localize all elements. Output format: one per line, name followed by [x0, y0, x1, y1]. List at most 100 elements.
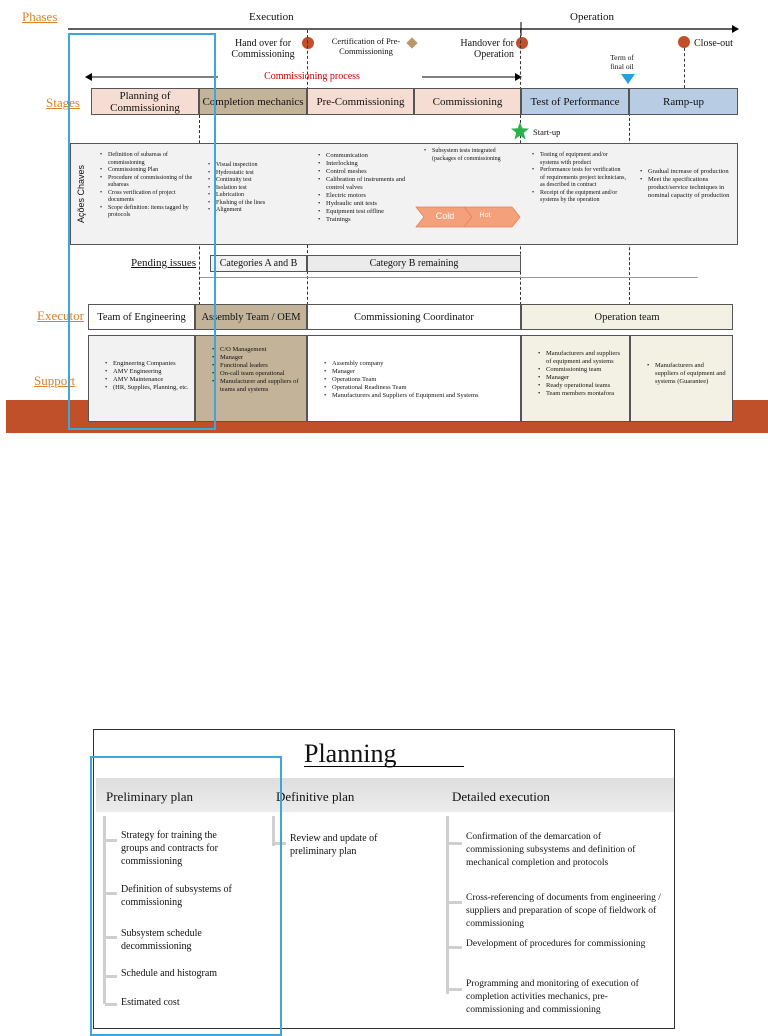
separator-line [200, 277, 698, 278]
commissioning-process-label: Commissioning process [264, 71, 360, 82]
list-item: Manufacturers and suppliers of equipment… [647, 362, 728, 386]
plan-step: Cross-referencing of documents from engi… [466, 893, 661, 929]
title-underline [304, 766, 464, 767]
operation-phase-label: Operation [570, 11, 614, 23]
list-item: Engineering Companies [105, 360, 190, 368]
categories-ab-box: Categories A and B [210, 255, 307, 272]
hot-label: Hot [479, 212, 491, 219]
list-item: Testing of equipment and/or systems with… [532, 152, 626, 167]
milestone-circle-icon [678, 36, 690, 48]
milestone-close-out: Close-out [694, 38, 733, 49]
down-arrow-icon [621, 74, 635, 84]
list-item: C/O Management [212, 346, 302, 354]
milestone-handover-commissioning: Hand over for Commissioning [231, 38, 295, 60]
support-coordinator: Assembly company Manager Operations Team… [307, 335, 521, 422]
list-item: Commissioning team [538, 366, 625, 374]
list-item: Cross verification of project documents [100, 190, 196, 205]
list-item: Equipment test offline [318, 208, 412, 216]
milestone-circle-icon [516, 37, 528, 49]
support-operation-b: Manufacturers and suppliers of equipment… [630, 335, 733, 422]
plan-step: Strategy for training the groups and con… [121, 830, 218, 867]
list-item: Electric motors [318, 192, 412, 200]
phases-link[interactable]: Phases [22, 9, 58, 24]
stages-link[interactable]: Stages [46, 95, 80, 110]
start-up-star-icon [511, 122, 529, 140]
list-item: Ready operational teams [538, 382, 625, 390]
planning-title: Planning [304, 739, 397, 768]
list-item: Continuity test [208, 177, 304, 185]
list-item: Scope definition: items tagged by protoc… [100, 205, 196, 220]
stage-ramp-up[interactable]: Ramp-up [629, 88, 738, 115]
key-actions-completion: Visual inspection Hydrostatic test Conti… [206, 162, 304, 215]
list-item: Manufacturers and Suppliers of Equipment… [324, 392, 516, 400]
list-item: Manager [538, 374, 625, 382]
key-actions-test-performance: Testing of equipment and/or systems with… [530, 152, 626, 205]
stage-pre-commissioning[interactable]: Pre-Commissioning [307, 88, 414, 115]
support-engineering: Engineering Companies AMV Engineering AM… [88, 335, 195, 422]
list-item: Receipt of the equipment and/or systems … [532, 190, 626, 205]
list-item: Functional leaders [212, 362, 302, 370]
list-item: Interlocking [318, 160, 412, 168]
list-item: Gradual increase of production [640, 168, 734, 176]
stage-completion-mechanics[interactable]: Completion mechanics [199, 88, 307, 115]
executor-coordinator: Commissioning Coordinator [307, 304, 521, 330]
list-item: Flushing of the lines [208, 200, 304, 208]
list-item: Operational Readiness Team [324, 384, 516, 392]
list-item: AMV Maintenance [105, 376, 190, 384]
column-header-band [96, 778, 674, 812]
executor-link[interactable]: Executor [37, 308, 84, 323]
list-item: Lubrication [208, 192, 304, 200]
plan-step: Programming and monitoring of execution … [466, 979, 639, 1015]
support-link[interactable]: Support [34, 373, 76, 388]
list-item: Definition of subareas of commissioning [100, 152, 196, 167]
column-header-preliminary: Preliminary plan [106, 789, 194, 804]
list-item: Operations Team [324, 376, 516, 384]
start-up-label: Start-up [533, 127, 561, 137]
key-actions-ramp-up: Gradual increase of production Meet the … [638, 168, 734, 200]
list-item: Trainings [318, 216, 412, 224]
list-item: Hydraulic unit tests [318, 200, 412, 208]
plan-step: Estimated cost [121, 997, 180, 1008]
pending-issues-label: Pending issues [131, 257, 197, 269]
list-item: Visual inspection [208, 162, 304, 170]
execution-phase-label: Execution [249, 11, 294, 23]
list-item: Manager [324, 368, 516, 376]
stage-planning[interactable]: Planning of Commissioning [91, 88, 199, 115]
plan-step: Development of procedures for commission… [466, 939, 646, 949]
list-item: Manager [212, 354, 302, 362]
milestone-handover-operation: Handover for Operation [460, 38, 514, 60]
plan-step: Definition of subsystems of commissionin… [121, 884, 232, 908]
plan-step: Review and update of preliminary plan [290, 833, 378, 857]
key-actions-commissioning: Subsystem tests integrated (packages of … [422, 148, 512, 163]
list-item: AMV Engineering [105, 368, 190, 376]
key-actions-pre-commissioning: Communication Interlocking Control meshe… [316, 152, 412, 224]
plan-step: Schedule and histogram [121, 968, 218, 979]
list-item: Isolation test [208, 185, 304, 193]
list-item: Control meshes [318, 168, 412, 176]
list-item: Hydrostatic test [208, 170, 304, 178]
list-item: Commissioning Plan [100, 167, 196, 175]
executor-assembly: Assembly Team / OEM [195, 304, 307, 330]
list-item: Team members montafora [538, 390, 625, 398]
list-item: Manufacturer and suppliers of teams and … [212, 378, 302, 394]
plan-step: Subsystem schedule decommissioning [121, 928, 202, 952]
planning-slide: Planning Preliminary plan Definitive pla… [90, 729, 675, 1036]
key-actions-planning: Definition of subareas of commissioning … [98, 152, 196, 220]
preliminary-highlight-frame [90, 756, 282, 1036]
cold-label: Cold [435, 211, 455, 221]
stage-test-performance[interactable]: Test of Performance [521, 88, 629, 115]
milestone-certification: Certification of Pre-Commissioning [331, 36, 401, 56]
list-item: Calibration of instruments and control v… [318, 176, 412, 192]
column-header-definitive: Definitive plan [276, 789, 355, 804]
list-item: Communication [318, 152, 412, 160]
category-b-box: Category B remaining [307, 255, 521, 272]
support-assembly: C/O Management Manager Functional leader… [195, 335, 307, 422]
milestone-term-final-oil: Term of final oil [610, 53, 634, 71]
planning-highlight-frame [68, 33, 216, 430]
list-item: Subsystem tests integrated (packages of … [424, 148, 512, 163]
milestone-circle-icon [302, 37, 314, 49]
list-item: On-call team operational [212, 370, 302, 378]
executor-engineering: Team of Engineering [88, 304, 195, 330]
support-operation-a: Manufacturers and suppliers of equipment… [521, 335, 630, 422]
stage-commissioning[interactable]: Commissioning [414, 88, 521, 115]
